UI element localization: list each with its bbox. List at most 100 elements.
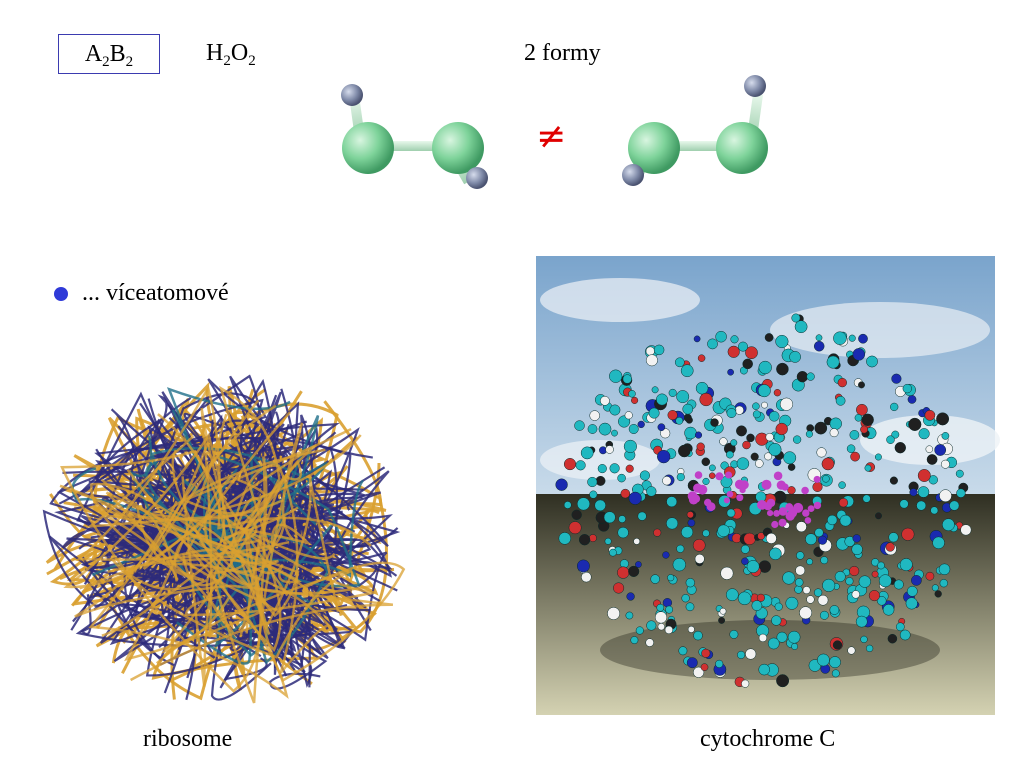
ribosome-ribbon [75,384,372,561]
cytochrome-atom [795,521,807,533]
cytochrome-heme-atom [694,471,703,479]
cytochrome-atom [852,348,866,361]
cytochrome-atom [681,594,690,603]
cytochrome-atom [834,571,846,583]
cytochrome-atom [888,532,899,543]
cytochrome-atom [931,584,939,592]
cytochrome-atom [724,519,737,531]
cytochrome-atom [940,442,953,455]
cytochrome-atom [755,459,764,468]
ribosome-ribbon [156,518,337,557]
cytochrome-atom [881,600,895,614]
cytochrome-atom [817,594,829,606]
cytochrome-atom [707,338,718,350]
cytochrome-atom [685,578,695,588]
cytochrome-atom [576,559,590,573]
cytochrome-atom [805,430,813,438]
cytochrome-atom [856,403,868,416]
cytochrome-atom [838,498,849,508]
ribosome-ribbon [229,487,364,652]
cytochrome-atom [846,444,856,453]
cytochrome-atom [630,636,639,645]
atom-green-4 [716,122,768,174]
cytochrome-atom [686,510,697,520]
cytochrome-atom [902,383,912,394]
cytochrome-atom [756,624,770,638]
cytochrome-atom [699,392,713,407]
cytochrome-atom [941,502,952,513]
ribosome-ribbon [211,422,304,704]
cytochrome-atom [875,512,882,520]
cytochrome-heme-atom [706,502,716,512]
not-equal-symbol: ≠ [536,116,567,157]
cytochrome-atom [893,579,904,590]
cytochrome-atom [617,566,630,579]
cytochrome-atom [854,414,863,422]
cytochrome-atom [608,546,617,555]
cytochrome-atom [960,524,972,536]
cytochrome-atom [847,354,859,367]
ribosome-ribbon [46,408,329,576]
cytochrome-atom [890,402,899,412]
cytochrome-atom [829,607,841,618]
cytochrome-atom [745,648,757,660]
cytochrome-atom [637,420,645,429]
cytochrome-atom [731,507,743,520]
ribosome-ribbon [72,479,267,606]
cytochrome-atom [905,597,918,610]
formula-o-sub: 2 [248,53,256,69]
ribosome-ribbon [66,491,382,642]
cytochrome-atom [617,526,629,539]
cytochrome-atom [806,595,815,604]
ribosome-ribbon [222,542,282,681]
cytochrome-atom [575,460,586,471]
cytochrome-atom [847,585,859,597]
cytochrome-atom [576,497,591,511]
cytochrome-atom [681,526,694,539]
cytochrome-atom [820,556,829,565]
atom-grey-1 [341,84,363,106]
cytochrome-atom [645,354,658,367]
ribosome-ribbon [147,423,290,661]
cytochrome-atom [905,421,913,428]
cytochrome-heme-atom [793,502,804,513]
cytochrome-atom [693,335,701,343]
ribosome-ribbon [54,431,313,688]
cytochrome-heme-atom [788,507,798,517]
cytochrome-atom [741,679,750,688]
cytochrome-atom [644,345,659,359]
cytochrome-atom [817,535,828,545]
cytochrome-atom [758,560,772,573]
cytochrome-atom [817,653,830,667]
ribosome-ribbon [167,429,357,632]
cytochrome-atom [719,607,727,615]
cytochrome-atom [787,463,796,471]
cytochrome-atom [618,383,632,397]
cytochrome-atom [858,381,865,389]
cytochrome-atom [908,481,919,492]
cytochrome-atom [598,520,610,532]
cytochrome-atom [794,578,804,587]
ribosome-ribbon [72,468,345,623]
cytochrome-atom [787,486,796,495]
cytochrome-atom [662,551,670,559]
ribosome-ribbon [42,509,277,658]
ribosome-ribbon [173,508,382,560]
ribosome-ribbon [126,500,348,622]
cytochrome-atom [729,629,739,639]
ribosome-ribbon [206,497,268,571]
cytochrome-atom [889,476,898,485]
cytochrome-atom [886,435,895,444]
cytochrome-atom [796,371,809,383]
cytochrome-atom [939,579,948,588]
ribosome-ribbon [223,496,279,573]
cytochrome-atom [666,496,678,508]
cytochrome-atom [764,333,774,342]
ribosome-ribbon [148,510,335,612]
cytochrome-atom [762,378,773,390]
ribosome-ribbon [85,459,343,585]
ribosome-ribbon [49,441,302,679]
cytochrome-heme-atom [778,518,787,527]
cytochrome-atom [929,530,943,543]
cytochrome-atom [816,447,827,458]
